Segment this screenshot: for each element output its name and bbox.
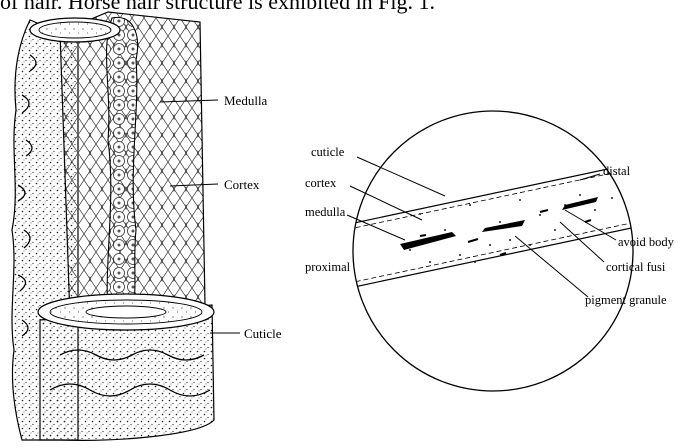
label-cortex-small: cortex xyxy=(305,176,337,190)
label-cortex: Cortex xyxy=(224,177,260,192)
label-distal: distal xyxy=(603,164,631,178)
magnified-view: cuticle cortex medulla proximal distal a… xyxy=(305,111,675,391)
medulla-core xyxy=(107,17,138,318)
label-cuticle: Cuticle xyxy=(244,326,282,341)
label-pigment-granule: pigment granule xyxy=(585,293,667,307)
label-cuticle-small: cuticle xyxy=(311,145,345,159)
label-medulla: Medulla xyxy=(224,93,268,108)
magnification-circle xyxy=(353,111,633,391)
hair-shaft-illustration: Medulla Cortex Cuticle xyxy=(12,12,282,440)
label-cortical-fusi: cortical fusi xyxy=(606,260,666,274)
label-avoid-body: avoid body xyxy=(618,235,675,249)
label-medulla-small: medulla xyxy=(305,205,346,219)
label-proximal: proximal xyxy=(305,260,351,274)
